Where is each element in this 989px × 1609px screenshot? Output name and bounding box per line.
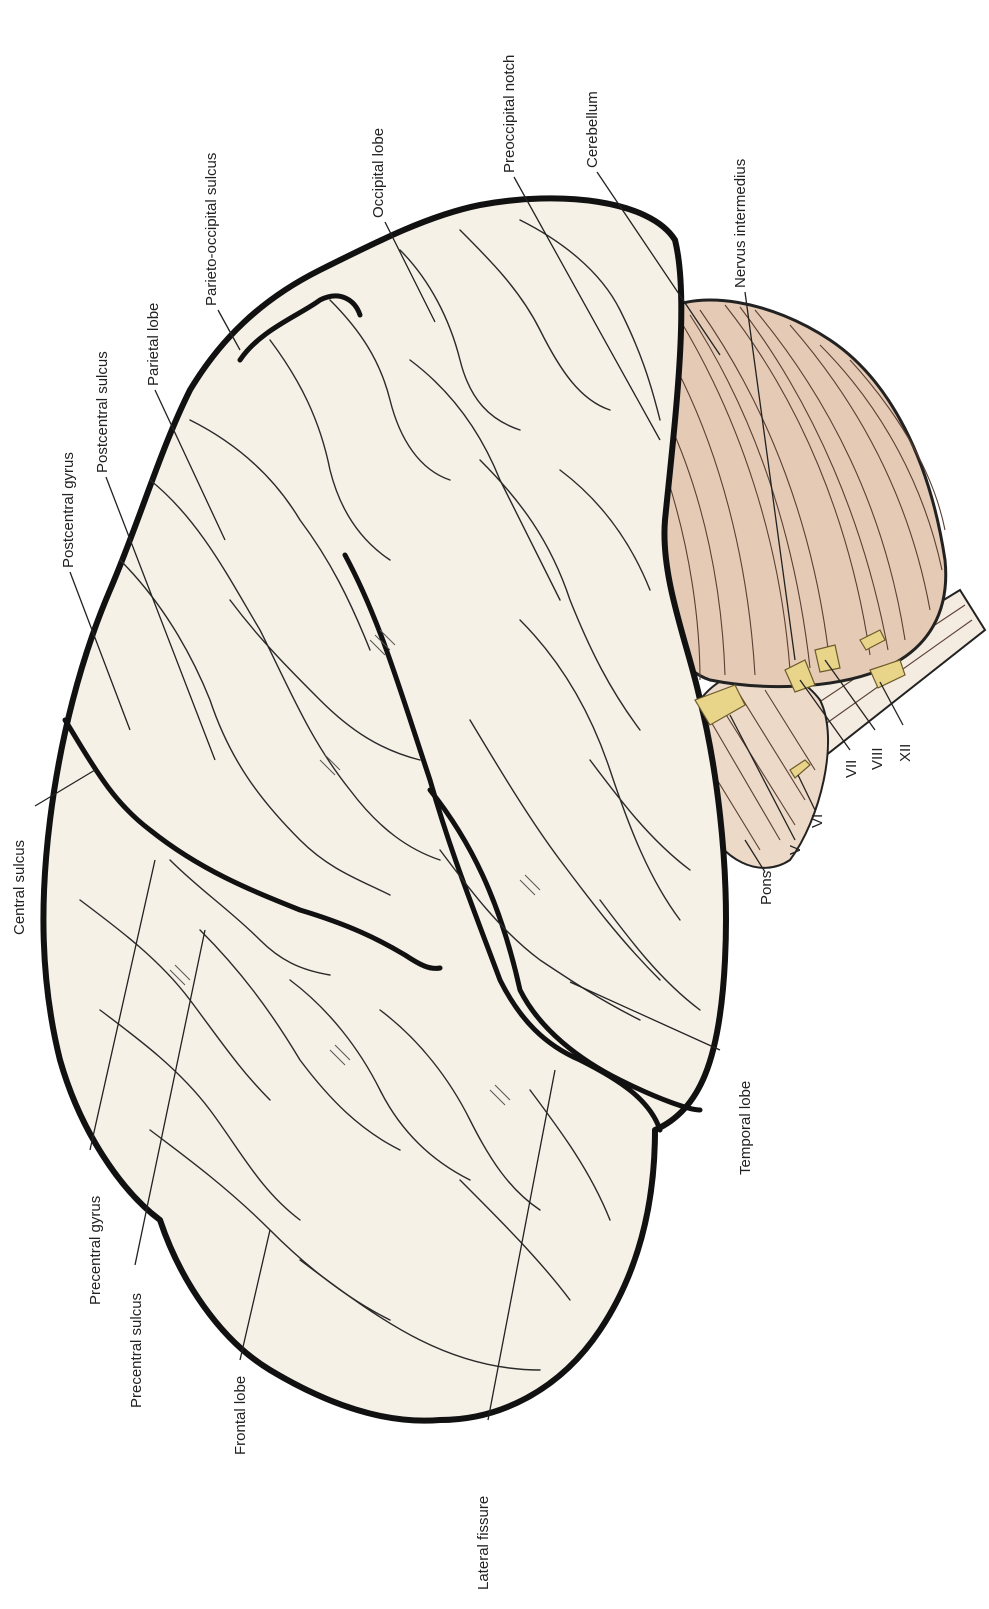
label-precentral-sulcus: Precentral sulcus: [128, 1293, 145, 1408]
label-preoccipital-notch: Preoccipital notch: [501, 55, 518, 173]
label-postcentral-gyrus: Postcentral gyrus: [60, 452, 77, 568]
label-parietal-lobe: Parietal lobe: [145, 303, 162, 386]
nerve-viii: [815, 645, 840, 672]
label-cn-vii: VII: [843, 760, 860, 778]
label-cn-vi: VI: [809, 814, 826, 828]
label-frontal-lobe: Frontal lobe: [232, 1376, 249, 1455]
label-cerebellum: Cerebellum: [584, 91, 601, 168]
label-pons: Pons: [758, 871, 775, 905]
label-cn-xii: XII: [897, 744, 914, 762]
label-cn-v: V: [787, 845, 804, 855]
label-temporal-lobe: Temporal lobe: [737, 1081, 754, 1175]
label-parieto-occipital-sulcus: Parieto-occipital sulcus: [203, 153, 220, 306]
label-lateral-fissure: Lateral fissure: [475, 1496, 492, 1590]
label-nervus-intermedius: Nervus intermedius: [732, 159, 749, 288]
label-occipital-lobe: Occipital lobe: [370, 128, 387, 218]
label-central-sulcus: Central sulcus: [11, 840, 28, 935]
label-postcentral-sulcus: Postcentral sulcus: [94, 351, 111, 473]
label-cn-viii: VIII: [869, 747, 886, 770]
label-precentral-gyrus: Precentral gyrus: [87, 1196, 104, 1305]
